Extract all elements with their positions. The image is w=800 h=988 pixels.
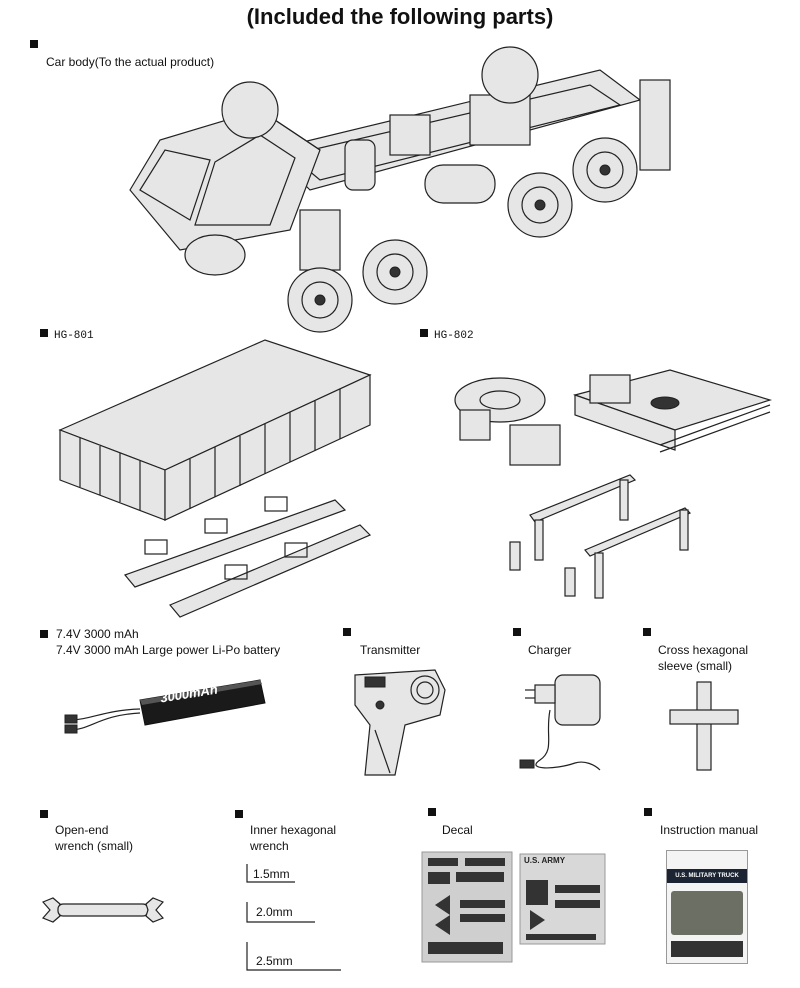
open-wrench-illustration <box>41 897 165 923</box>
hg801-label: HG-801 <box>54 330 94 342</box>
cross-sleeve-label-1: Cross hexagonal <box>658 643 749 657</box>
hex-wrench-label-1: Inner hexagonal <box>250 823 337 837</box>
manual-cover: U.S. MILITARY TRUCK <box>666 850 748 964</box>
page-title: (Included the following parts) <box>246 4 554 29</box>
section-bullet <box>40 810 48 818</box>
hg802-label: HG-802 <box>434 330 474 342</box>
cross-sleeve-illustration <box>669 681 739 771</box>
section-bullet <box>343 628 351 636</box>
hex-size-3: 2.5mm <box>256 954 293 968</box>
open-wrench-label-2: wrench (small) <box>55 839 134 853</box>
cargo-bed-illustration <box>58 339 372 618</box>
manual-cover-photo <box>671 891 743 935</box>
hex-size-1: 1.5mm <box>253 867 290 881</box>
section-bullet <box>40 630 48 638</box>
section-bullet <box>513 628 521 636</box>
cross-sleeve-label-2: sleeve (small) <box>658 659 733 673</box>
battery-title: 7.4V 3000 mAh <box>56 627 139 641</box>
charger-illustration <box>519 674 601 771</box>
decal-label: Decal <box>442 823 473 837</box>
manual-label: Instruction manual <box>660 823 759 837</box>
battery-illustration <box>64 679 266 734</box>
manual-cover-footer <box>671 941 743 957</box>
transmitter-label: Transmitter <box>360 643 421 657</box>
hex-wrench-label-2: wrench <box>250 839 289 853</box>
section-bullet <box>30 40 38 48</box>
section-bullet <box>643 628 651 636</box>
car-body-label: Car body(To the actual product) <box>46 55 215 69</box>
hex-wrench-shapes <box>246 864 341 971</box>
car-body-illustration <box>129 46 671 333</box>
section-bullet <box>420 329 428 337</box>
battery-description: 7.4V 3000 mAh Large power Li-Po battery <box>56 643 281 657</box>
open-wrench-label-1: Open-end <box>55 823 109 837</box>
transmitter-illustration <box>354 669 446 776</box>
manual-cover-title: U.S. MILITARY TRUCK <box>667 869 747 883</box>
charger-label: Charger <box>528 643 572 657</box>
fifth-wheel-illustration <box>454 369 773 599</box>
section-bullet <box>428 808 436 816</box>
section-bullet <box>40 329 48 337</box>
section-bullet <box>235 810 243 818</box>
hex-size-2: 2.0mm <box>256 905 293 919</box>
decal-sheet-text: U.S. ARMY <box>524 856 566 865</box>
section-bullet <box>644 808 652 816</box>
decal-sheets-illustration <box>421 851 606 963</box>
